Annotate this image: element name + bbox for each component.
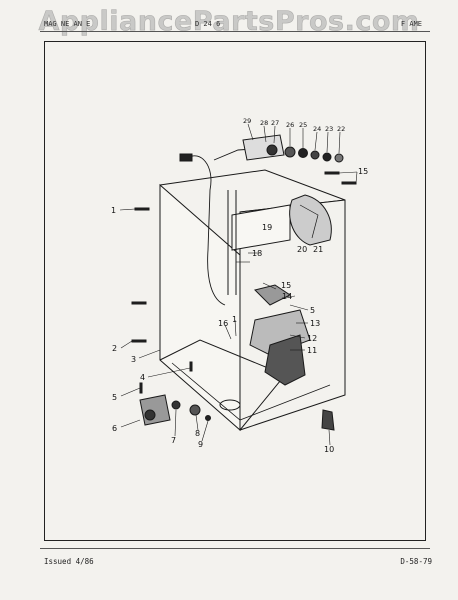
fan-housing-20 <box>289 194 332 246</box>
callout-5-right: 5 <box>310 306 315 315</box>
callout-22: 22 <box>337 125 345 133</box>
callout-23: 23 <box>325 125 333 133</box>
page-code: D-58-79 <box>400 557 432 566</box>
burner-tube-29 <box>242 134 285 161</box>
callout-6: 6 <box>112 424 117 433</box>
duct-19 <box>231 204 291 251</box>
callout-2: 2 <box>112 344 117 353</box>
callout-25: 25 <box>299 121 307 129</box>
valve-6 <box>139 394 171 426</box>
flame-shield <box>264 334 306 386</box>
cabinet-base <box>159 339 286 431</box>
callout-12: 12 <box>307 334 317 343</box>
callout-14: 14 <box>282 292 292 301</box>
header-rule <box>40 31 430 32</box>
part-9 <box>205 415 211 421</box>
tube-18 <box>227 190 237 295</box>
header-left: MAG NE AN E <box>44 20 91 28</box>
callout-11: 11 <box>307 346 317 355</box>
callout-29: 29 <box>243 117 251 125</box>
callout-7: 7 <box>171 436 176 445</box>
part-22 <box>334 153 344 163</box>
power-cord <box>187 155 226 306</box>
footer-rule <box>40 548 430 549</box>
callout-24: 24 <box>313 125 321 133</box>
callout-27: 27 <box>271 119 279 127</box>
callout-10: 10 <box>324 445 334 454</box>
callout-26: 26 <box>286 121 294 129</box>
part-28 <box>266 144 278 156</box>
part-24 <box>310 150 320 160</box>
callout-16: 16 <box>218 319 228 328</box>
callout-13: 13 <box>310 319 320 328</box>
part-26 <box>284 146 296 158</box>
plug <box>179 153 193 162</box>
header-right: F AME <box>400 20 422 28</box>
callout-1-left: 1 <box>111 206 116 215</box>
part-23 <box>322 152 332 162</box>
diagram-frame <box>44 41 426 541</box>
callout-8: 8 <box>195 429 200 438</box>
callout-15-mid: 15 <box>281 281 291 290</box>
callout-4: 4 <box>140 373 145 382</box>
part-8 <box>189 404 201 416</box>
part-7 <box>171 400 181 410</box>
leveling-foot-10 <box>321 409 335 431</box>
callout-21: 21 <box>313 245 323 254</box>
callout-19: 19 <box>262 223 272 232</box>
watermark-logo: AppliancePartsPros.com <box>38 6 420 38</box>
callout-3: 3 <box>131 355 136 364</box>
callout-20: 20 <box>297 245 307 254</box>
header-model: D 24 6 <box>195 20 221 28</box>
callout-9: 9 <box>198 440 203 449</box>
part-25 <box>298 148 308 158</box>
callout-15-top: 15 <box>358 167 368 176</box>
callout-28: 28 <box>260 119 268 127</box>
base-opening <box>219 399 241 411</box>
issued-date: Issued 4/86 <box>44 557 94 566</box>
callout-1-mid: 1 <box>232 315 237 324</box>
callout-18: 18 <box>252 249 262 258</box>
callout-5-left: 5 <box>112 393 117 402</box>
